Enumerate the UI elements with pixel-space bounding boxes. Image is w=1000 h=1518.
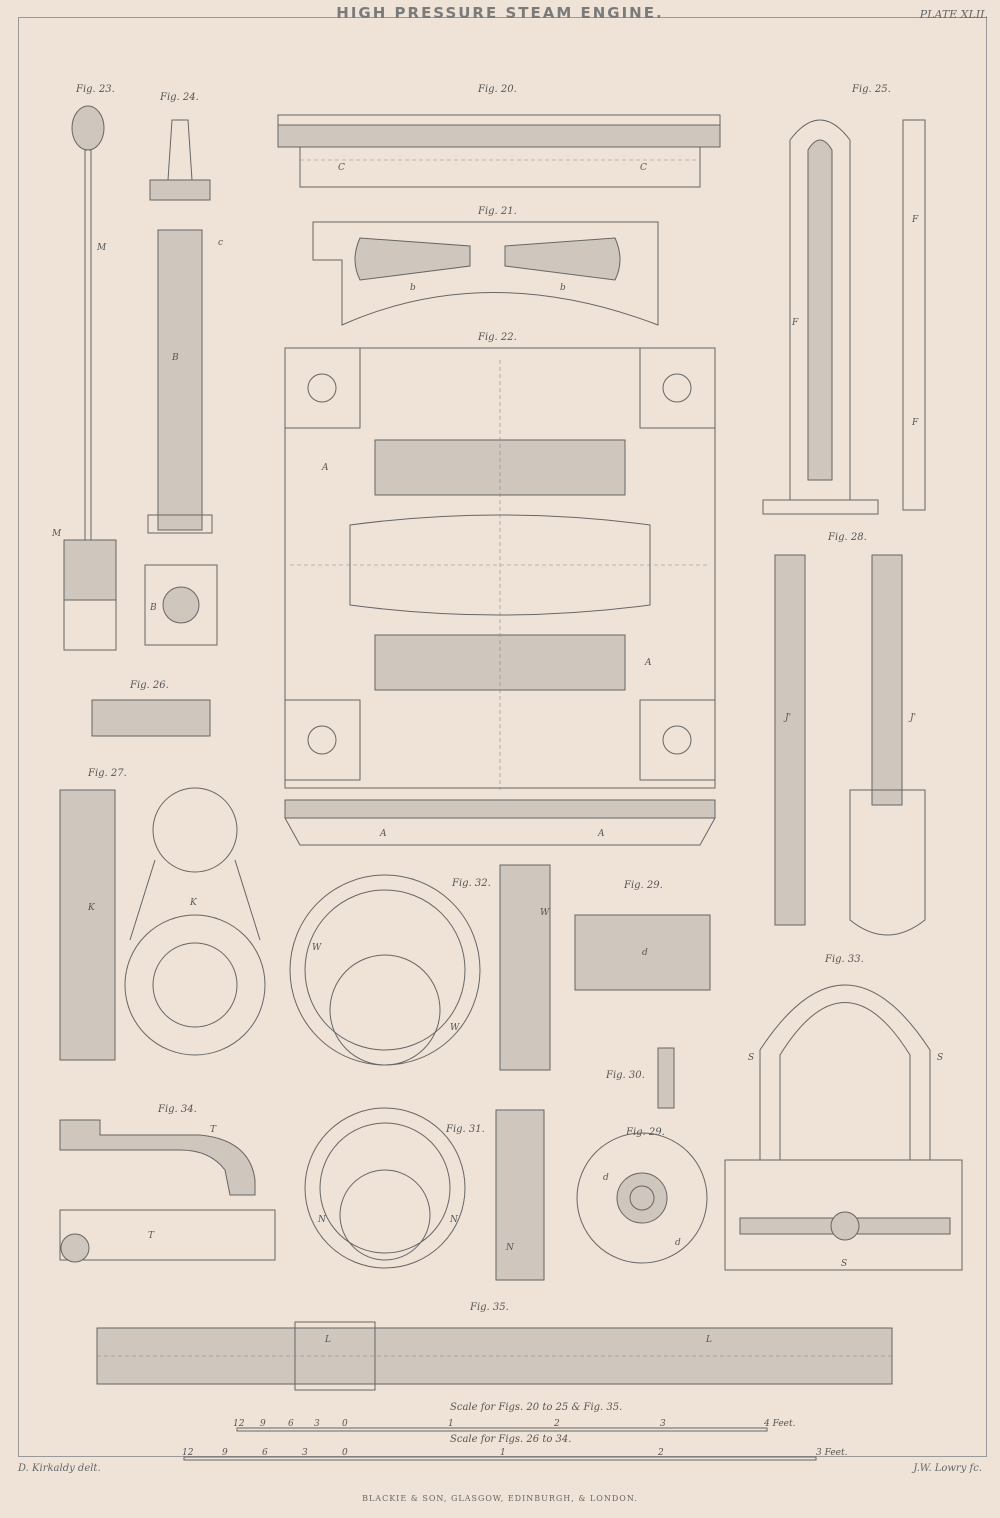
scale-bar-2: Scale for Figs. 26 to 34. 12 9 6 3 0 1 2… xyxy=(182,1434,848,1461)
svg-text:Fig. 30.: Fig. 30. xyxy=(605,1070,645,1081)
scale-tick: 6 xyxy=(262,1448,268,1458)
svg-text:F: F xyxy=(911,215,919,225)
svg-text:A: A xyxy=(597,829,605,839)
plate-number: PLATE XLII. xyxy=(919,8,988,21)
scale-tick: 9 xyxy=(260,1419,266,1429)
scale-tick: 4 Feet. xyxy=(763,1419,796,1429)
svg-text:A: A xyxy=(321,463,329,473)
svg-text:A: A xyxy=(379,829,387,839)
svg-text:T: T xyxy=(210,1125,217,1135)
svg-text:S: S xyxy=(937,1053,943,1063)
fig-35-shaft: Fig. 35. L L xyxy=(96,1302,893,1391)
fig-21-bracket: Fig. 21. b b xyxy=(312,206,659,326)
svg-text:Fig. 26.: Fig. 26. xyxy=(129,680,169,691)
svg-text:S: S xyxy=(748,1053,754,1063)
fig-25-frame: Fig. 25. F F F xyxy=(762,84,926,515)
svg-text:N: N xyxy=(317,1215,327,1225)
svg-text:Fig. 31.: Fig. 31. xyxy=(445,1124,485,1135)
svg-text:A: A xyxy=(644,658,652,668)
fig-31-wheel: Fig. 31. N N N xyxy=(304,1107,545,1281)
fig-29-bearing: Fig. 29. d xyxy=(574,880,711,991)
svg-text:Fig. 28.: Fig. 28. xyxy=(827,532,867,543)
scale-tick: 0 xyxy=(342,1448,348,1458)
fig-20-beam: Fig. 20. C C xyxy=(277,84,721,188)
svg-text:d: d xyxy=(603,1173,609,1183)
svg-text:N: N xyxy=(449,1215,459,1225)
svg-text:Fig. 33.: Fig. 33. xyxy=(824,954,864,965)
svg-text:Fig. 25.: Fig. 25. xyxy=(851,84,891,95)
scale-tick: 1 xyxy=(448,1419,454,1429)
svg-text:Fig. 27.: Fig. 27. xyxy=(87,768,127,779)
svg-text:Fig. 29.: Fig. 29. xyxy=(625,1127,665,1138)
scale-1-label: Scale for Figs. 20 to 25 & Fig. 35. xyxy=(450,1402,622,1413)
svg-text:d: d xyxy=(675,1238,681,1248)
scale-tick: 3 xyxy=(302,1448,308,1458)
scale-tick: 2 xyxy=(553,1419,560,1429)
fig-29-disc: Fig. 29. d d xyxy=(576,1127,708,1264)
svg-text:S: S xyxy=(841,1259,847,1269)
engraver-credit: J.W. Lowry fc. xyxy=(913,1463,982,1474)
svg-text:b: b xyxy=(410,283,416,293)
svg-text:M: M xyxy=(51,529,62,539)
fig-23-rod: Fig. 23. M M xyxy=(51,84,117,651)
svg-text:J': J' xyxy=(908,713,916,723)
svg-text:L: L xyxy=(324,1335,331,1345)
svg-text:Fig. 21.: Fig. 21. xyxy=(477,206,517,217)
svg-text:Fig. 32.: Fig. 32. xyxy=(451,878,491,889)
svg-text:C: C xyxy=(338,163,345,173)
svg-text:Fig. 34.: Fig. 34. xyxy=(157,1104,197,1115)
scale-tick: 3 Feet. xyxy=(816,1448,848,1458)
scale-2-label: Scale for Figs. 26 to 34. xyxy=(450,1434,571,1445)
scale-tick: 9 xyxy=(222,1448,228,1458)
svg-text:W: W xyxy=(312,943,322,953)
fig-22-bedplate: Fig. 22. A A A A xyxy=(284,332,716,846)
svg-text:M: M xyxy=(96,243,107,253)
scale-tick: 1 xyxy=(500,1448,506,1458)
fig-26-pin: Fig. 26. xyxy=(91,680,211,737)
draughtsman-credit: D. Kirkaldy delt. xyxy=(18,1463,101,1474)
fig-28-connecting-rod: Fig. 28. J' J' xyxy=(774,532,926,936)
fig-24-column: Fig. 24. B B c xyxy=(144,92,223,646)
svg-text:T: T xyxy=(148,1231,155,1241)
svg-text:F: F xyxy=(791,318,799,328)
svg-text:K: K xyxy=(87,903,96,913)
svg-text:N: N xyxy=(505,1243,515,1253)
svg-text:Fig. 23.: Fig. 23. xyxy=(75,84,115,95)
scale-tick: 12 xyxy=(182,1448,194,1458)
scale-bar-1: Scale for Figs. 20 to 25 & Fig. 35. 12 9… xyxy=(233,1402,796,1432)
plate-title: HIGH PRESSURE STEAM ENGINE. xyxy=(336,4,664,22)
svg-text:Fig. 24.: Fig. 24. xyxy=(159,92,199,103)
scale-tick: 3 xyxy=(314,1419,320,1429)
svg-text:Fig. 35.: Fig. 35. xyxy=(469,1302,509,1313)
scale-tick: 2 xyxy=(657,1448,664,1458)
svg-text:W: W xyxy=(540,908,550,918)
fig-32-wheel: Fig. 32. W W W xyxy=(289,864,551,1071)
fig-33-stirrup: Fig. 33. S S S xyxy=(724,954,963,1271)
svg-text:C: C xyxy=(640,163,647,173)
scale-tick: 3 xyxy=(660,1419,666,1429)
svg-text:L: L xyxy=(705,1335,712,1345)
svg-text:d: d xyxy=(642,948,648,958)
svg-text:B: B xyxy=(171,353,179,363)
svg-text:b: b xyxy=(560,283,566,293)
fig-27-crank: Fig. 27. K K xyxy=(59,768,266,1061)
svg-text:Fig. 22.: Fig. 22. xyxy=(477,332,517,343)
fig-30: Fig. 30. xyxy=(605,1047,675,1109)
scale-tick: 6 xyxy=(288,1419,294,1429)
svg-text:c: c xyxy=(218,238,223,248)
svg-text:F: F xyxy=(911,418,919,428)
scale-tick: 12 xyxy=(233,1419,245,1429)
scale-tick: 0 xyxy=(342,1419,348,1429)
svg-text:K: K xyxy=(189,898,198,908)
fig-34-lever: Fig. 34. T T xyxy=(59,1104,276,1263)
svg-text:Fig. 29.: Fig. 29. xyxy=(623,880,663,891)
publisher-line: BLACKIE & SON, GLASGOW, EDINBURGH, & LON… xyxy=(362,1494,638,1503)
svg-text:B: B xyxy=(149,603,157,613)
fig-20-label: Fig. 20. xyxy=(477,84,517,95)
svg-text:W: W xyxy=(450,1023,460,1033)
svg-text:J': J' xyxy=(783,713,791,723)
